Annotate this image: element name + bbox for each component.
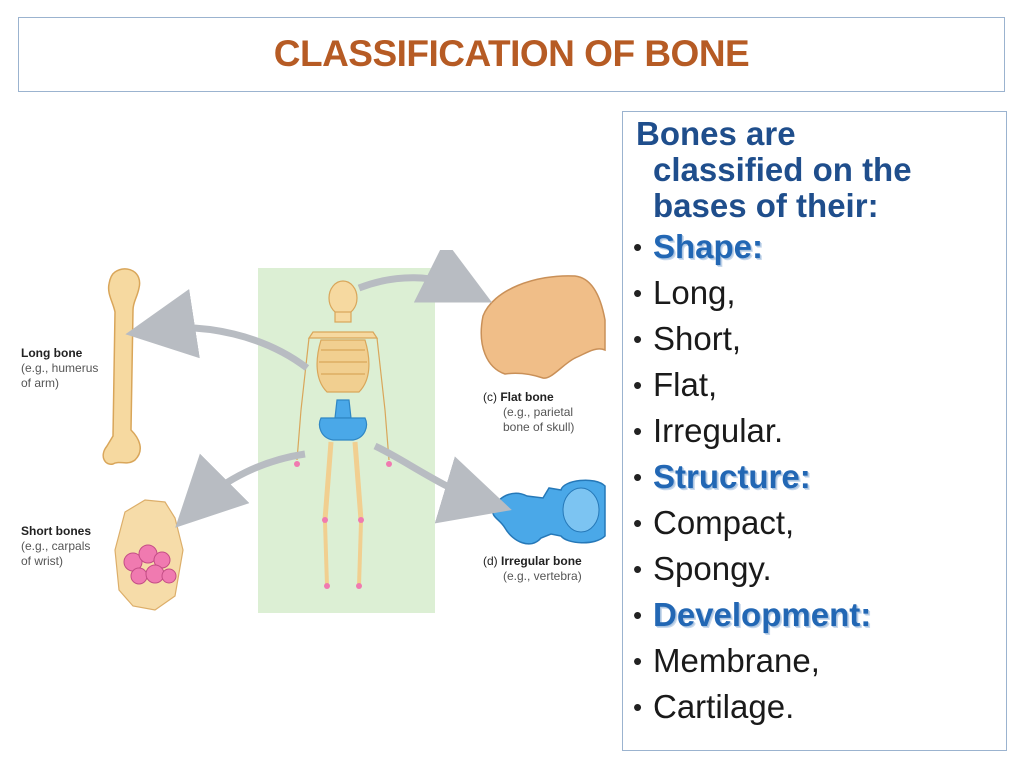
bullet-item: •Shape: xyxy=(633,228,764,265)
long-bone-drawing xyxy=(102,268,141,465)
skeleton-illustration xyxy=(102,239,606,613)
bullet-item: •Flat, xyxy=(633,366,718,403)
flat-bone-drawing xyxy=(480,275,606,379)
slide-title: CLASSIFICATION OF BONE xyxy=(273,33,750,74)
label-short-bones: Short bones (e.g., carpals of wrist) xyxy=(21,524,92,568)
irregular-bone-drawing xyxy=(491,479,606,545)
bullet-item: •Short, xyxy=(633,320,742,357)
classification-text-box: Bones are classified on the bases of the… xyxy=(622,111,1007,751)
bullet-item: •Cartilage. xyxy=(633,688,795,725)
figure-arrows xyxy=(125,239,512,528)
bullet-list: •Shape: •Long, •Short, •Flat, •Irregular… xyxy=(633,224,871,730)
bullet-item: •Membrane, xyxy=(633,642,820,679)
label-irregular-bone: (d) Irregular bone (e.g., vertebra) xyxy=(483,554,582,583)
skeleton-body xyxy=(294,280,392,589)
bullet-item: •Irregular. xyxy=(633,412,784,449)
bullet-item: •Development: xyxy=(633,596,872,633)
title-box: CLASSIFICATION OF BONE xyxy=(18,17,1005,92)
label-flat-bone: (c) Flat bone (e.g., parietal bone of sk… xyxy=(483,390,575,434)
bone-classification-figure: Long bone (e.g., humerus of arm) Short b… xyxy=(15,239,615,620)
intro-text: Bones are classified on the bases of the… xyxy=(636,115,912,224)
label-long-bone: Long bone (e.g., humerus of arm) xyxy=(21,346,99,390)
bullet-item: •Structure: xyxy=(633,458,811,495)
bullet-item: •Compact, xyxy=(633,504,795,541)
bullet-item: •Long, xyxy=(633,274,736,311)
bullet-item: •Spongy. xyxy=(633,550,772,587)
short-bones-drawing xyxy=(114,499,184,611)
